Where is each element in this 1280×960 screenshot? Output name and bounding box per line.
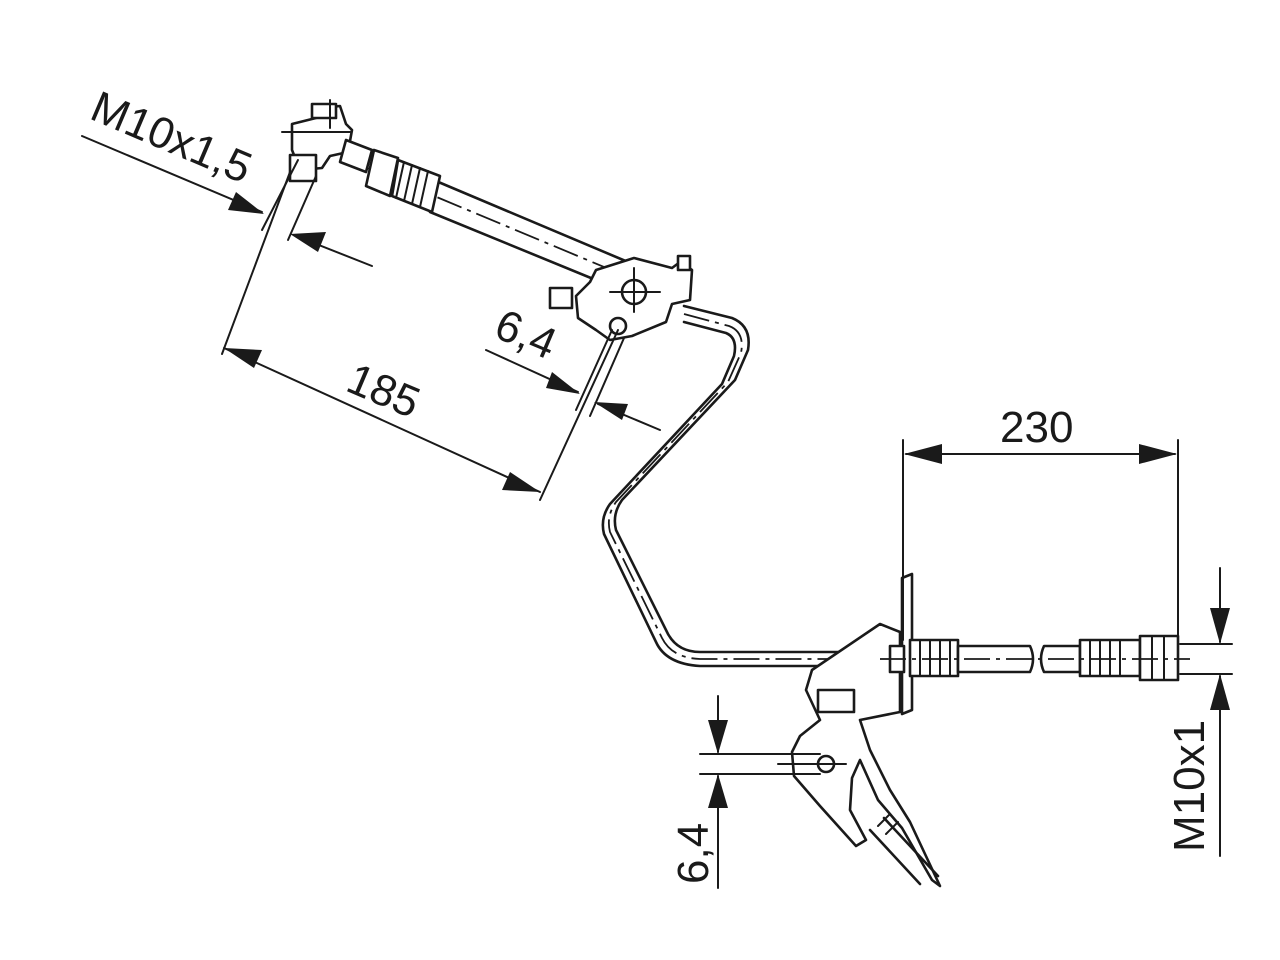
lower-bracket (777, 572, 942, 888)
right-hose (880, 634, 1190, 682)
dim-length-right: 230 (902, 403, 1179, 641)
label-right-thread: M10x1 (1165, 720, 1214, 852)
label-length-left: 185 (340, 354, 427, 428)
dim-right-thread: M10x1 (1165, 567, 1233, 857)
label-hole-upper: 6,4 (488, 300, 563, 369)
upper-bracket (548, 254, 694, 342)
label-left-thread: M10x1,5 (84, 82, 258, 193)
dim-hole-lower: 6,4 (669, 695, 821, 889)
dim-length-left: 185 (221, 171, 619, 501)
label-length-right: 230 (1000, 403, 1073, 452)
left-fitting (281, 99, 442, 214)
label-hole-lower: 6,4 (669, 823, 718, 884)
